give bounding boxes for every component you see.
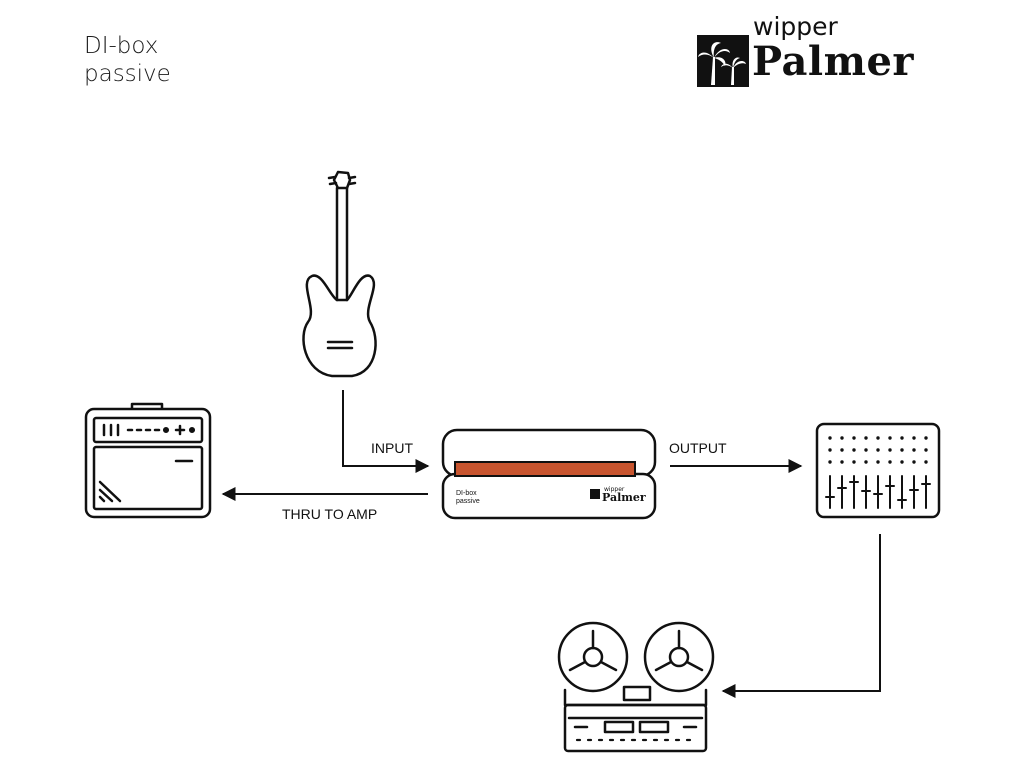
device-title-line-1: DI-box <box>456 490 477 497</box>
di-box: DI-box passive wipper Palmer <box>441 428 657 520</box>
device-title-line-2: passive <box>456 498 480 505</box>
mixer-icon <box>815 422 941 519</box>
logo-palmer: Palmer <box>752 38 914 85</box>
page-title: DI-box passive <box>84 32 171 88</box>
input-label: INPUT <box>371 440 413 456</box>
recorder-cable <box>721 534 881 698</box>
device-logo-palmer: Palmer <box>602 491 646 504</box>
thru-label: THRU TO AMP <box>282 506 377 522</box>
palm-logo-icon <box>697 35 749 87</box>
title-line-2: passive <box>84 61 171 87</box>
input-cable <box>342 390 430 473</box>
device-palm-logo-icon <box>590 489 600 499</box>
title-line-1: DI-box <box>84 33 159 59</box>
tape-recorder-icon <box>557 621 715 753</box>
amplifier-icon <box>84 402 212 519</box>
output-label: OUTPUT <box>669 440 727 456</box>
device-logo-wipper: wipper <box>604 486 625 493</box>
guitar-icon <box>302 170 377 378</box>
logo-wipper: wipper <box>753 12 838 41</box>
